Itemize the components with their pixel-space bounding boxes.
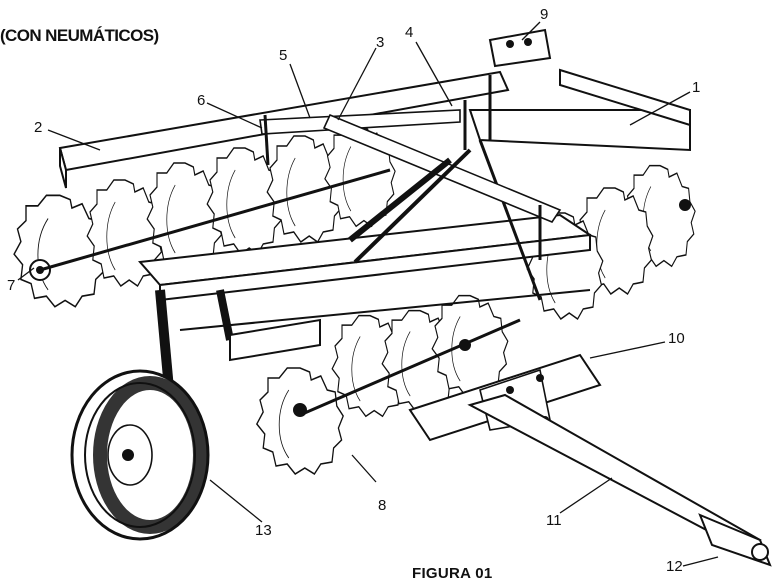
callout-5: 5 xyxy=(279,47,288,64)
callout-9: 9 xyxy=(540,6,549,23)
callout-leaders xyxy=(17,21,719,567)
transport-wheel xyxy=(70,289,210,541)
callout-12: 12 xyxy=(666,558,683,575)
callout-6: 6 xyxy=(197,92,206,109)
figure-caption: FIGURA 01 xyxy=(412,565,493,582)
front-disc-gang xyxy=(255,294,521,475)
top-hitch-bracket xyxy=(488,28,552,68)
callout-10: 10 xyxy=(668,330,685,347)
adjustment-linkage xyxy=(259,100,562,264)
rear-disc-gang xyxy=(13,124,696,320)
disc-hubs xyxy=(293,199,691,417)
callout-13: 13 xyxy=(255,522,272,539)
callout-11: 11 xyxy=(546,512,562,529)
figure-title: (CON NEUMÁTICOS) xyxy=(0,26,159,45)
callout-2: 2 xyxy=(34,119,43,136)
callout-3: 3 xyxy=(376,34,385,51)
callout-4: 4 xyxy=(405,24,414,41)
callout-7: 7 xyxy=(7,277,16,294)
callout-1: 1 xyxy=(692,79,701,96)
callout-8: 8 xyxy=(378,497,387,514)
drawbar xyxy=(408,353,772,567)
